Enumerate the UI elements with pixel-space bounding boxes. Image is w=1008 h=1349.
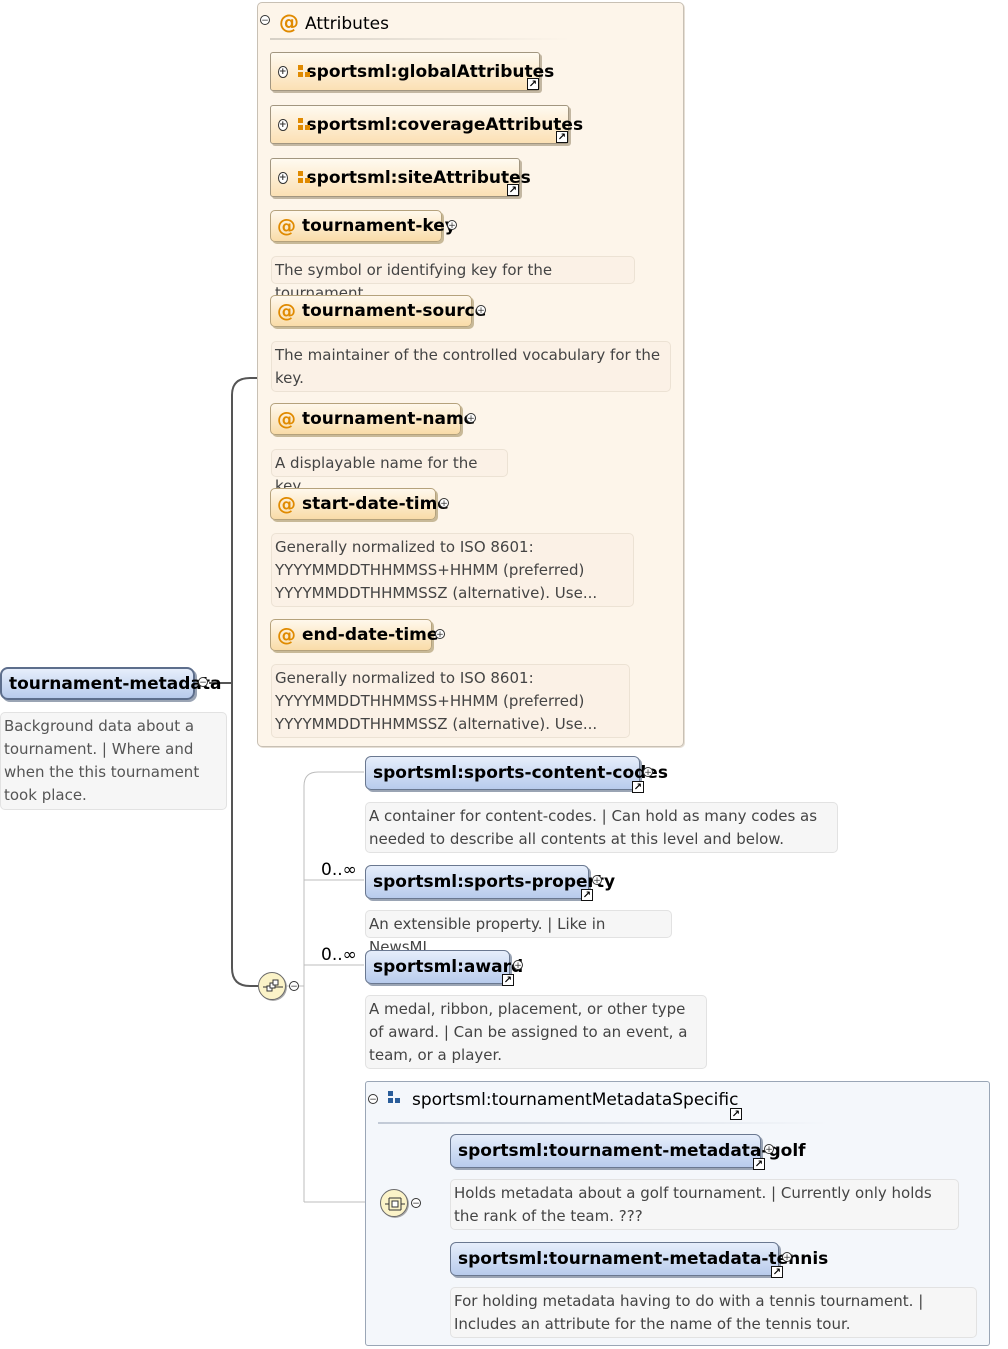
reference-arrow-icon[interactable]: ↗ — [632, 781, 644, 793]
attribute-doc: Generally normalized to ISO 8601: YYYYMM… — [271, 533, 634, 607]
sequence-compositor-icon[interactable] — [258, 972, 286, 1000]
element-label: sportsml:tournament-metadata-golf — [458, 1141, 806, 1161]
reference-arrow-icon[interactable]: ↗ — [502, 974, 514, 986]
attributes-title-text: Attributes — [305, 14, 389, 34]
plus-circle-icon[interactable]: + — [764, 1144, 774, 1155]
element-doc: A medal, ribbon, placement, or other typ… — [365, 995, 707, 1069]
at-sign-icon: @ — [277, 624, 296, 646]
at-sign-icon: @ — [277, 408, 296, 430]
element-group-icon — [388, 1091, 402, 1105]
plus-circle-icon[interactable]: + — [439, 498, 449, 509]
reference-arrow-icon[interactable]: ↗ — [771, 1266, 783, 1278]
element-doc: A container for content-codes. | Can hol… — [365, 802, 838, 853]
element-tournament-metadata-tennis[interactable]: sportsml:tournament-metadata-tennis — [450, 1242, 828, 1276]
plus-circle-icon[interactable]: + — [447, 220, 457, 231]
attribute-name: end-date-time — [302, 625, 439, 645]
plus-circle-icon[interactable]: + — [476, 305, 486, 316]
panel-divider — [270, 38, 570, 40]
attribute-doc: Generally normalized to ISO 8601: YYYYMM… — [271, 664, 630, 738]
at-sign-icon: @ — [277, 215, 296, 237]
plus-circle-icon[interactable]: + — [513, 960, 523, 971]
plus-circle-icon[interactable]: + — [643, 767, 653, 778]
plus-circle-icon[interactable]: + — [592, 875, 602, 886]
at-sign-icon: @ — [279, 10, 299, 34]
minus-circle-icon[interactable]: − — [368, 1094, 378, 1105]
attribute-doc: A displayable name for the key. — [271, 449, 508, 495]
element-doc: For holding metadata having to do with a… — [450, 1287, 977, 1338]
reference-arrow-icon[interactable]: ↗ — [527, 78, 539, 90]
element-label: sportsml:sports-property — [373, 872, 616, 892]
root-doc: Background data about a tournament. | Wh… — [0, 712, 227, 810]
element-sports-content-codes[interactable]: sportsml:sports-content-codes — [365, 756, 668, 790]
attribute-name: start-date-time — [302, 494, 449, 514]
attribute-group-label: sportsml:globalAttributes — [306, 61, 555, 82]
plus-circle-icon[interactable]: + — [466, 413, 476, 424]
reference-arrow-icon[interactable]: ↗ — [507, 184, 519, 196]
attribute-group-global[interactable]: + sportsml:globalAttributes — [270, 52, 554, 91]
minus-circle-icon[interactable]: − — [289, 981, 299, 992]
attribute-end-date-time[interactable]: @ end-date-time — [270, 619, 438, 651]
cardinality-label: 0..∞ — [321, 945, 357, 965]
attribute-group-coverage[interactable]: + sportsml:coverageAttributes — [270, 105, 583, 144]
attribute-name: tournament-source — [302, 301, 487, 321]
attribute-group-label: sportsml:siteAttributes — [306, 167, 531, 188]
reference-arrow-icon[interactable]: ↗ — [730, 1108, 742, 1120]
attribute-tournament-source[interactable]: @ tournament-source — [270, 295, 486, 327]
root-element[interactable]: tournament-metadata — [0, 667, 221, 700]
element-sports-property[interactable]: sportsml:sports-property — [365, 865, 615, 899]
root-element-label: tournament-metadata — [9, 673, 222, 694]
element-award[interactable]: sportsml:award — [365, 950, 523, 984]
group-divider — [378, 1122, 828, 1124]
element-doc: An extensible property. | Like in NewsML… — [365, 910, 672, 956]
at-sign-icon: @ — [277, 493, 296, 515]
attribute-group-label: sportsml:coverageAttributes — [306, 114, 584, 135]
element-label: sportsml:sports-content-codes — [373, 763, 668, 783]
attributes-panel-title: @ Attributes — [279, 10, 389, 34]
cardinality-label: 0..∞ — [321, 860, 357, 880]
reference-arrow-icon[interactable]: ↗ — [753, 1158, 765, 1170]
reference-arrow-icon[interactable]: ↗ — [556, 131, 568, 143]
element-doc: Holds metadata about a golf tournament. … — [450, 1179, 959, 1230]
attribute-tournament-name[interactable]: @ tournament-name — [270, 403, 475, 435]
at-sign-icon: @ — [277, 300, 296, 322]
minus-circle-icon[interactable]: − — [198, 677, 208, 688]
choice-compositor-icon[interactable] — [380, 1189, 408, 1217]
minus-circle-icon[interactable]: − — [260, 15, 270, 26]
reference-arrow-icon[interactable]: ↗ — [581, 889, 593, 901]
attribute-name: tournament-name — [302, 409, 476, 429]
element-label: sportsml:tournament-metadata-tennis — [458, 1249, 829, 1269]
plus-circle-icon[interactable]: + — [435, 629, 445, 640]
attribute-name: tournament-key — [302, 216, 456, 236]
plus-circle-icon[interactable]: + — [278, 171, 288, 184]
attribute-doc: The symbol or identifying key for the to… — [271, 256, 635, 302]
plus-circle-icon[interactable]: + — [278, 118, 288, 131]
element-label: sportsml:award — [373, 957, 524, 977]
element-group-label: sportsml:tournamentMetadataSpecific — [412, 1090, 739, 1110]
attribute-doc: The maintainer of the controlled vocabul… — [271, 341, 671, 392]
plus-circle-icon[interactable]: + — [782, 1252, 792, 1263]
plus-circle-icon[interactable]: + — [278, 65, 288, 78]
element-tournament-metadata-golf[interactable]: sportsml:tournament-metadata-golf — [450, 1134, 806, 1168]
attribute-group-site[interactable]: + sportsml:siteAttributes — [270, 158, 531, 197]
attribute-start-date-time[interactable]: @ start-date-time — [270, 488, 449, 520]
minus-circle-icon[interactable]: − — [411, 1198, 421, 1209]
attribute-tournament-key[interactable]: @ tournament-key — [270, 210, 456, 242]
element-group-title[interactable]: sportsml:tournamentMetadataSpecific — [388, 1090, 738, 1110]
